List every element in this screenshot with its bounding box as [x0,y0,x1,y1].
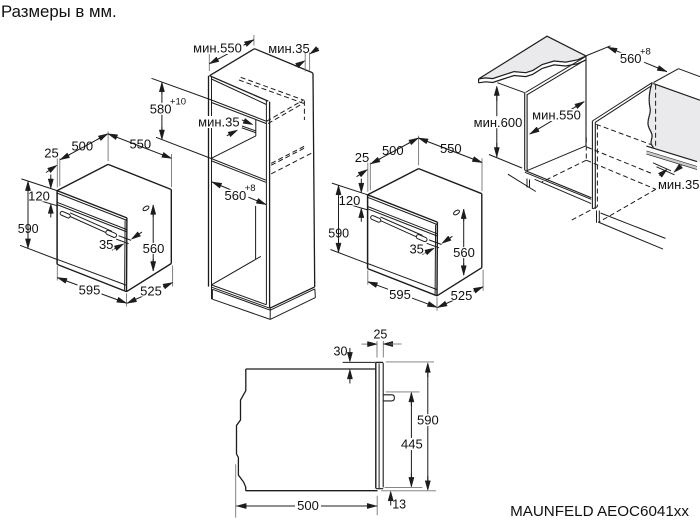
svg-text:мин.550: мин.550 [193,41,242,56]
svg-text:560: 560 [620,51,642,66]
svg-text:590: 590 [18,222,39,236]
svg-text:мин.35: мин.35 [198,115,239,130]
svg-text:25: 25 [373,328,387,342]
svg-text:120: 120 [28,189,50,204]
svg-text:500: 500 [382,143,404,158]
svg-text:Размеры в мм.: Размеры в мм. [1,2,117,21]
svg-text:25: 25 [44,146,58,161]
svg-text:525: 525 [140,284,162,299]
svg-text:MAUNFELD AEOC6041xx: MAUNFELD AEOC6041xx [510,503,689,520]
svg-text:мин.600: мин.600 [474,115,523,130]
svg-text:мин.550: мин.550 [532,108,581,123]
svg-text:мин.35: мин.35 [658,177,699,192]
svg-text:580: 580 [150,101,172,116]
svg-text:560: 560 [143,241,165,256]
svg-text:560: 560 [225,188,247,203]
svg-text:+8: +8 [640,46,651,57]
svg-text:550: 550 [129,137,151,152]
svg-text:500: 500 [71,139,93,154]
svg-text:560: 560 [453,245,475,260]
svg-text:590: 590 [328,226,349,240]
svg-text:мин.35: мин.35 [268,41,309,56]
svg-text:+10: +10 [170,96,186,107]
svg-text:35: 35 [99,237,113,252]
svg-text:595: 595 [389,287,411,302]
svg-text:445: 445 [401,437,423,452]
svg-text:25: 25 [355,150,369,165]
svg-text:525: 525 [451,288,473,303]
svg-text:595: 595 [79,283,101,298]
svg-text:+8: +8 [245,183,256,194]
svg-text:120: 120 [339,193,361,208]
svg-text:550: 550 [440,141,462,156]
svg-text:35: 35 [409,241,423,256]
svg-text:500: 500 [297,498,319,513]
svg-text:590: 590 [417,413,439,428]
svg-text:13: 13 [392,497,406,511]
svg-text:30: 30 [334,345,348,359]
